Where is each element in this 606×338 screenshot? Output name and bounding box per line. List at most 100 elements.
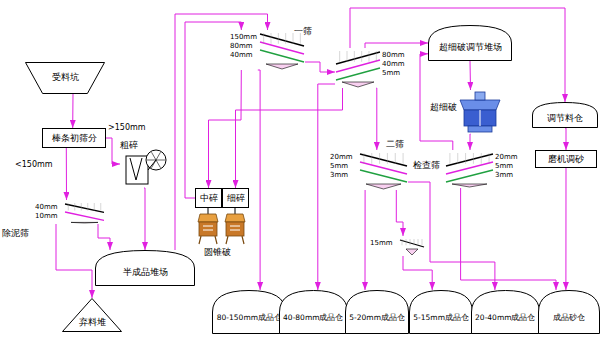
- crusher-top: [460, 100, 500, 110]
- screen-chute: [452, 184, 487, 187]
- node-outline: [471, 290, 540, 334]
- flywheel-spoke: [152, 152, 157, 160]
- flow-line: [236, 88, 343, 188]
- box-outline: [43, 129, 106, 148]
- crusher-feed: [475, 92, 485, 100]
- flow-line: [106, 138, 120, 164]
- flywheel-spoke: [156, 152, 161, 160]
- equipment-label: 检查筛: [413, 160, 440, 171]
- stockpile-outline: [533, 103, 598, 128]
- screen-frame: [481, 153, 482, 164]
- product-bin: 5-15mm成品仓: [409, 290, 473, 334]
- screen-frame: [100, 203, 101, 211]
- flow-line: [470, 61, 472, 90]
- node-text: 5mm: [330, 162, 358, 171]
- screen-frame: [379, 153, 380, 164]
- product-bin: 40-80mm成品仓: [279, 290, 348, 334]
- node-text: 40-80mm成品仓: [283, 312, 343, 323]
- screen-frame: [278, 33, 279, 44]
- screen-chute: [71, 222, 98, 224]
- node-text: 20mm: [330, 153, 358, 162]
- screen-frame: [395, 153, 396, 164]
- screen-frame: [406, 239, 407, 245]
- flow-line: [209, 70, 242, 188]
- stockpile: 半成品堆场: [95, 250, 195, 286]
- node-text: 40mm: [382, 60, 410, 69]
- size-list: 20mm5mm3mm: [330, 153, 358, 180]
- screen-frame: [457, 153, 458, 164]
- stockpile-outline: [213, 291, 286, 334]
- process-box: 细碎: [222, 188, 249, 208]
- crusher-body: [126, 156, 148, 184]
- screen-frame: [422, 239, 423, 245]
- vibrating-screen: 20mm5mm3mm: [445, 150, 523, 188]
- node-text: 80-150mm成品仓: [217, 312, 282, 323]
- product-bin: 80-150mm成品仓: [212, 290, 286, 334]
- node-text: 棒条初筛分: [52, 133, 97, 144]
- node-text: 中碎: [200, 193, 218, 204]
- node-text: 5mm: [382, 69, 410, 78]
- product-bin: 成品砂仓: [538, 290, 600, 334]
- screen-frame: [418, 239, 419, 245]
- node-text: 20mm: [495, 153, 523, 162]
- screen-frame: [68, 203, 69, 211]
- screen-frame: [489, 153, 490, 164]
- flow-line: [258, 70, 260, 290]
- size-list: 15mm: [370, 239, 398, 248]
- node-text: 40mm: [35, 203, 63, 212]
- size-list: 20mm5mm3mm: [495, 153, 523, 180]
- node-text: 5-20mm成品仓: [349, 312, 405, 323]
- vibrating-screen: 80mm40mm5mm: [335, 48, 410, 88]
- vibrating-screen: 20mm5mm3mm: [330, 150, 408, 190]
- stockpile-outline: [429, 26, 512, 61]
- flywheel-spoke: [156, 160, 165, 161]
- node-outline: [538, 290, 600, 334]
- node-text: 5mm: [495, 162, 523, 171]
- node-text: 细碎: [227, 193, 245, 204]
- screen-frame: [354, 51, 355, 62]
- node-text: 150mm: [230, 33, 258, 42]
- size-list: 150mm80mm40mm: [230, 33, 258, 60]
- node-outline: [345, 290, 409, 334]
- screen-frame: [371, 153, 372, 164]
- screen-frame: [402, 239, 403, 245]
- screen-deck: [336, 68, 380, 80]
- equipment-label: 除泥筛: [2, 228, 29, 239]
- flow-line: [365, 43, 428, 48]
- edge-label: <150mm: [14, 160, 54, 170]
- node-outline: [409, 290, 473, 334]
- process-box: 磨机调砂: [535, 150, 597, 168]
- screen-deck: [446, 170, 493, 182]
- screen-frame: [473, 153, 474, 164]
- screen-chute: [266, 64, 298, 69]
- flow-line: [565, 128, 566, 150]
- screen-frame: [363, 153, 364, 164]
- box-outline: [196, 189, 222, 208]
- node-text: 15mm: [370, 239, 398, 248]
- screen-deck: [400, 240, 424, 247]
- node-text: 调节料仓: [547, 113, 583, 124]
- screen-frame: [94, 203, 95, 211]
- node-text: 10mm: [35, 212, 63, 221]
- vsi-crusher: 超细破: [430, 90, 505, 134]
- equipment-label: 二筛: [386, 139, 404, 150]
- hopper-outline: [26, 63, 105, 94]
- screen-frame: [347, 51, 348, 62]
- process-box: 中碎: [195, 188, 222, 208]
- screen-frame: [293, 33, 294, 44]
- screen-chute: [406, 249, 418, 255]
- node-text: 80mm: [382, 51, 410, 60]
- flow-line: [376, 88, 378, 150]
- screen-frame: [339, 51, 340, 62]
- stockpile: 调节料仓: [532, 102, 598, 128]
- node-text: 超细破: [430, 102, 457, 113]
- screen-deck: [65, 212, 104, 220]
- flow-line: [144, 188, 145, 250]
- flow-line: [403, 256, 432, 290]
- waste-pile: 弃料堆: [62, 298, 122, 332]
- screen-frame: [74, 203, 75, 211]
- stockpile-outline: [279, 291, 347, 334]
